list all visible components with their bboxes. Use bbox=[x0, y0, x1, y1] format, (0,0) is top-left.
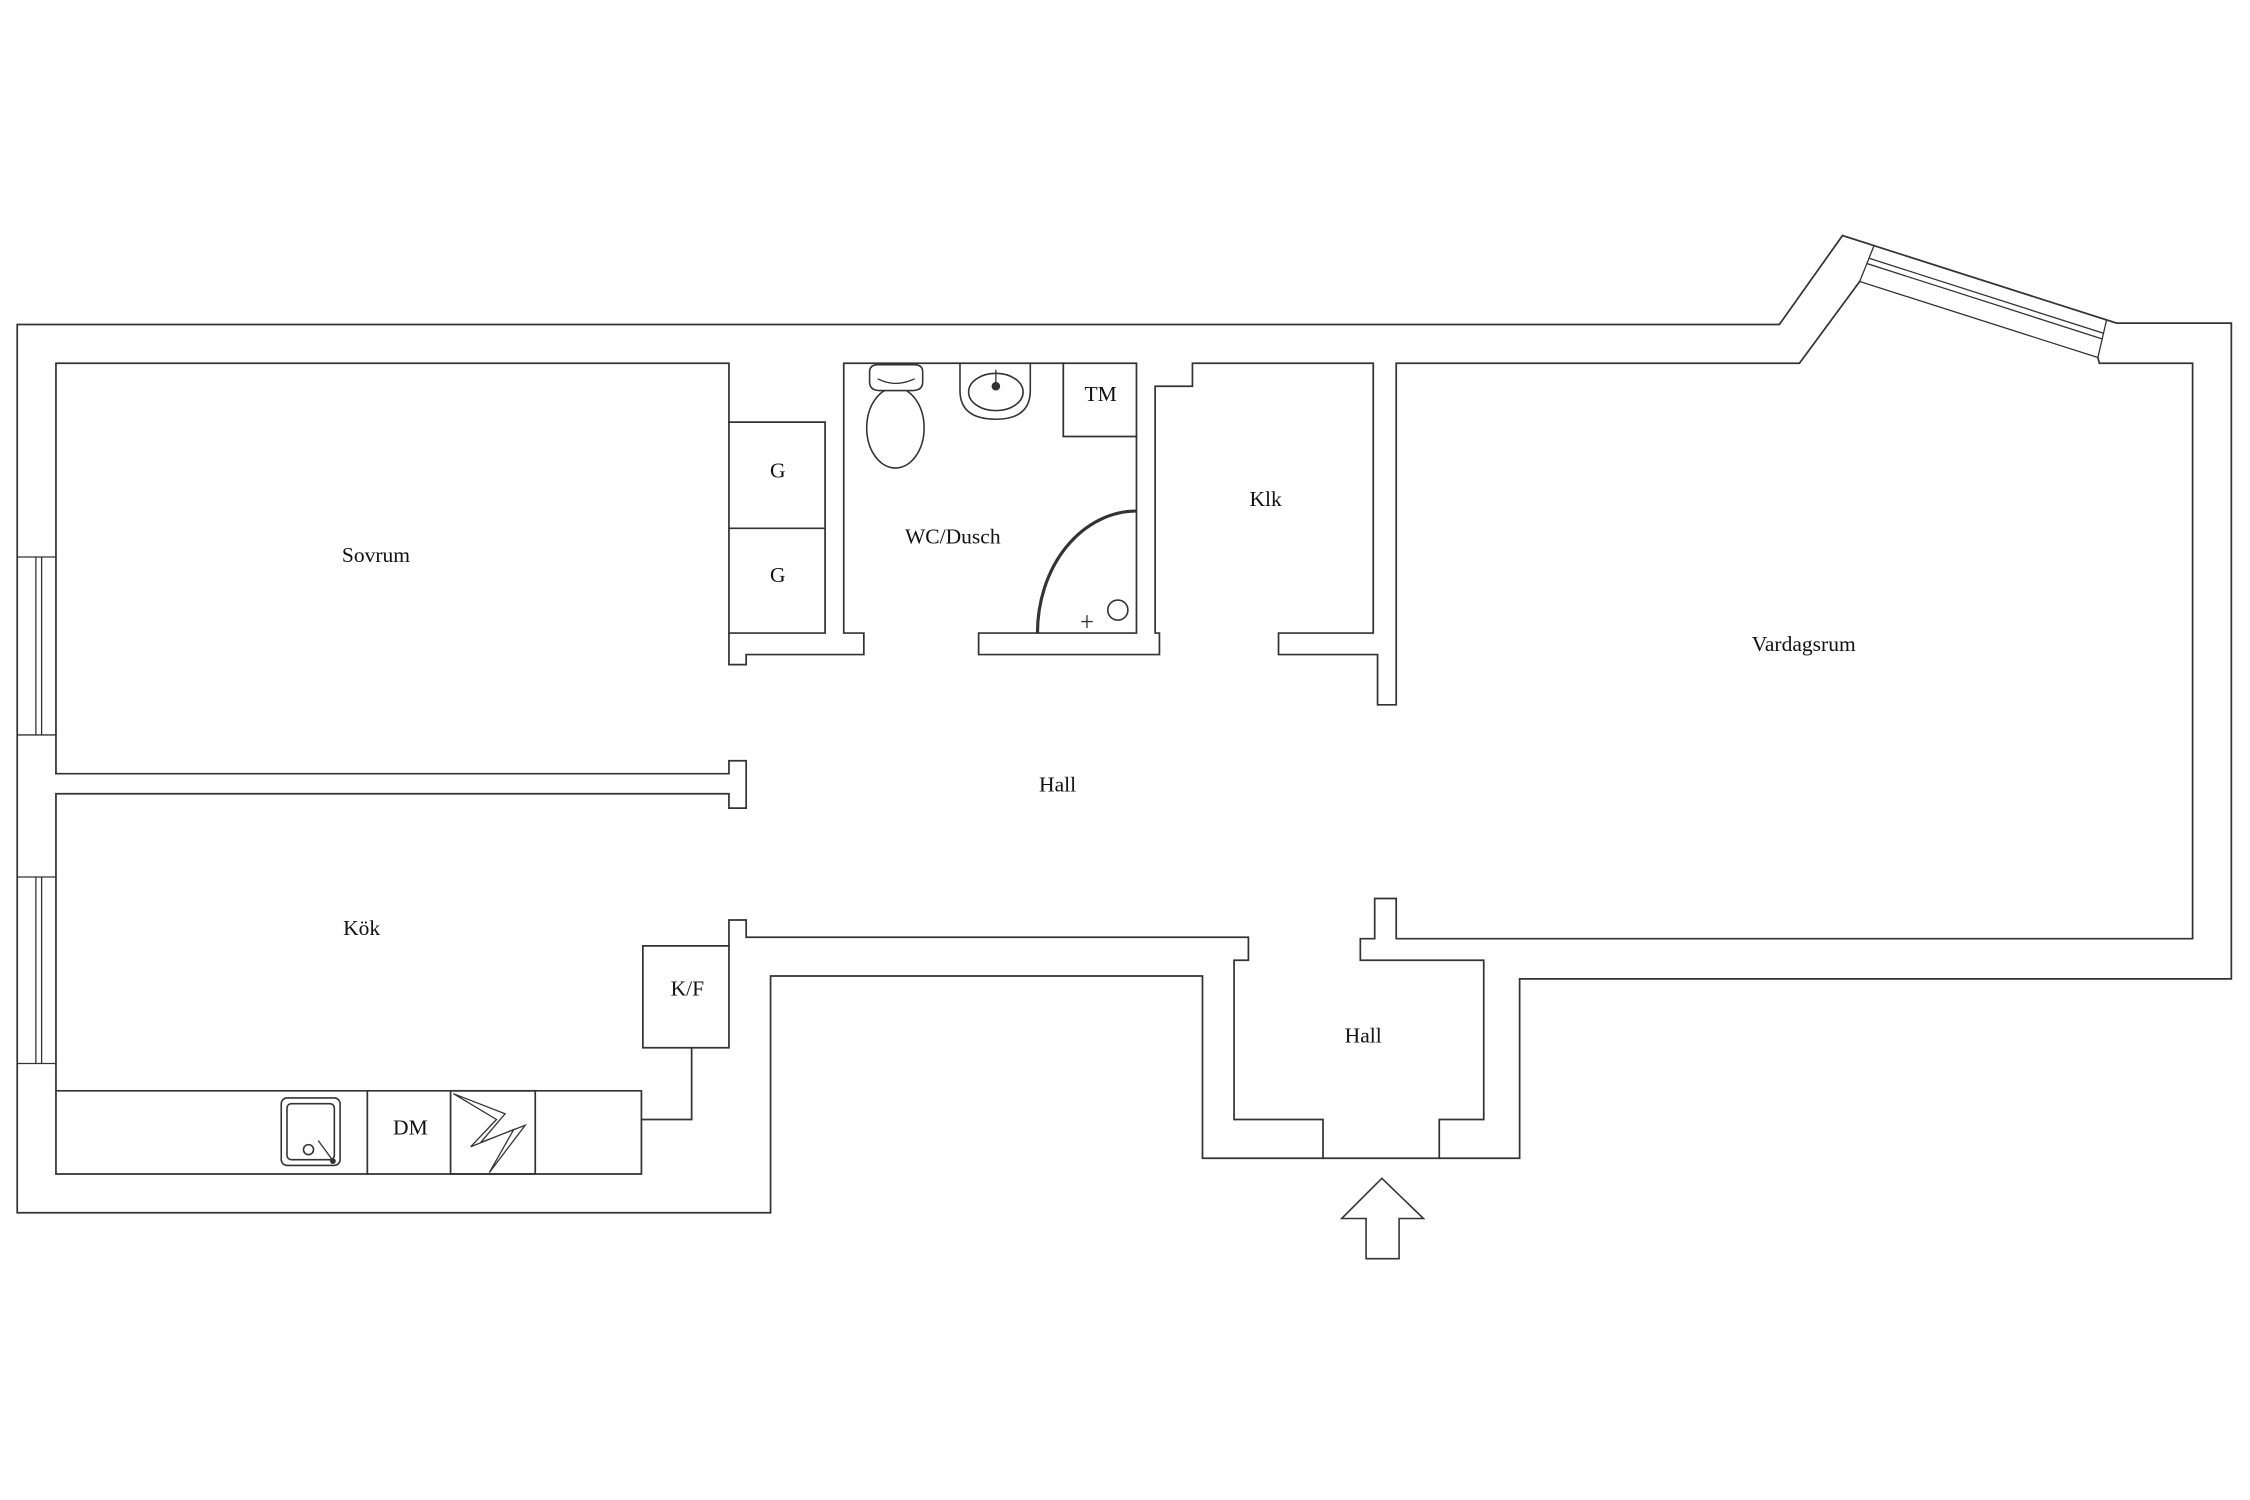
toilet-bowl bbox=[865, 386, 925, 469]
room-label-tm: TM bbox=[1084, 382, 1116, 406]
kitchen-sink-faucet-base bbox=[330, 1158, 336, 1164]
toilet-seat-line bbox=[877, 378, 915, 385]
room-label-klk: Klk bbox=[1249, 487, 1282, 511]
shower-tap bbox=[1081, 615, 1093, 628]
toilet-icon bbox=[865, 363, 925, 469]
window-kitchen bbox=[16, 876, 57, 1065]
room-label-closet-1: G bbox=[770, 458, 786, 482]
room-label-hall: Hall bbox=[1039, 773, 1076, 797]
tm-box bbox=[1062, 362, 1138, 438]
room-label-sovrum: Sovrum bbox=[342, 543, 410, 567]
room-label-hall-entry: Hall bbox=[1345, 1024, 1382, 1048]
room-label-kok: Kök bbox=[343, 916, 380, 940]
stove-bolt bbox=[453, 1093, 528, 1173]
room-label-closet-2: G bbox=[770, 563, 786, 587]
shower-screen-arc bbox=[1035, 509, 1137, 634]
room-label-dm: DM bbox=[393, 1115, 428, 1139]
kitchen-sink-icon bbox=[280, 1097, 341, 1167]
washbasin-icon bbox=[959, 362, 1032, 421]
window-living-room bbox=[1858, 244, 2108, 359]
shower-drain bbox=[1106, 599, 1129, 621]
room-label-wc-dusch: WC/Dusch bbox=[905, 524, 1001, 548]
inner-wall-lower bbox=[55, 759, 1324, 1175]
kf-box bbox=[641, 945, 730, 1049]
entrance-arrow-icon bbox=[1339, 1177, 1426, 1260]
window-bedroom bbox=[16, 556, 57, 736]
outer-wall bbox=[16, 234, 2233, 1214]
stove-icon bbox=[449, 1089, 537, 1175]
kitchen-sink-drain bbox=[302, 1143, 315, 1156]
room-label-kf: K/F bbox=[671, 976, 705, 1000]
shower-icon bbox=[1035, 509, 1137, 634]
toilet-tank bbox=[868, 363, 924, 392]
room-labels: Sovrum G G WC/Dusch TM Klk Vardagsrum Ha… bbox=[342, 382, 1856, 1139]
inner-wall-upper bbox=[55, 280, 2194, 1160]
room-label-vardagsrum: Vardagsrum bbox=[1752, 632, 1856, 656]
kitchen-counter bbox=[55, 1089, 643, 1175]
stove-box bbox=[449, 1089, 537, 1175]
washbasin-drain bbox=[991, 381, 1001, 391]
walls bbox=[16, 234, 2233, 1214]
closets bbox=[728, 421, 826, 634]
